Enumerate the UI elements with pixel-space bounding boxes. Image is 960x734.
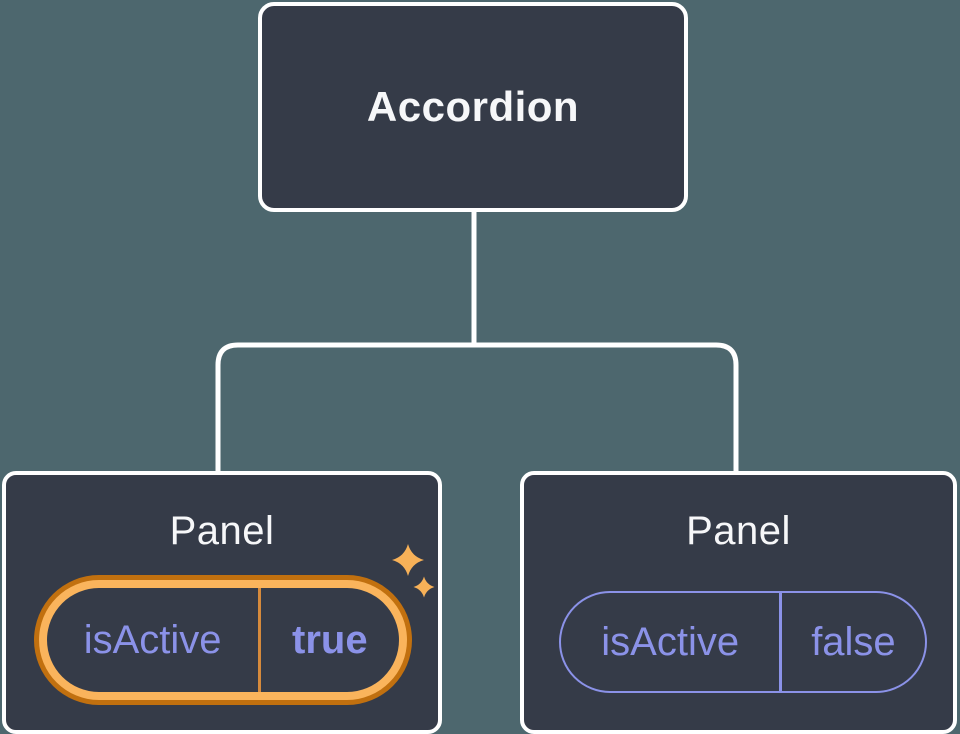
state-pill-inactive: isActive false <box>559 591 927 693</box>
state-value-label: false <box>811 619 896 664</box>
accordion-node-label: Accordion <box>366 83 580 130</box>
connector-children-bracket <box>215 342 739 473</box>
panel-node-active: Panel isActive true <box>2 471 442 734</box>
state-pill-active-ring-inner: isActive true <box>39 580 407 700</box>
panel-node-active-title: Panel <box>169 509 275 553</box>
state-key-label: isActive <box>83 617 222 662</box>
state-pill-active: isActive true <box>47 588 399 692</box>
pill-divider <box>258 588 261 692</box>
panel-node-inactive-title: Panel <box>686 509 791 553</box>
accordion-node: Accordion <box>258 2 688 212</box>
state-key-label: isActive <box>601 619 740 664</box>
state-pill-active-ring: isActive true <box>34 575 412 705</box>
panel-node-inactive: Panel isActive false <box>520 471 957 734</box>
state-value-label: true <box>292 617 368 662</box>
pill-divider <box>779 593 782 691</box>
